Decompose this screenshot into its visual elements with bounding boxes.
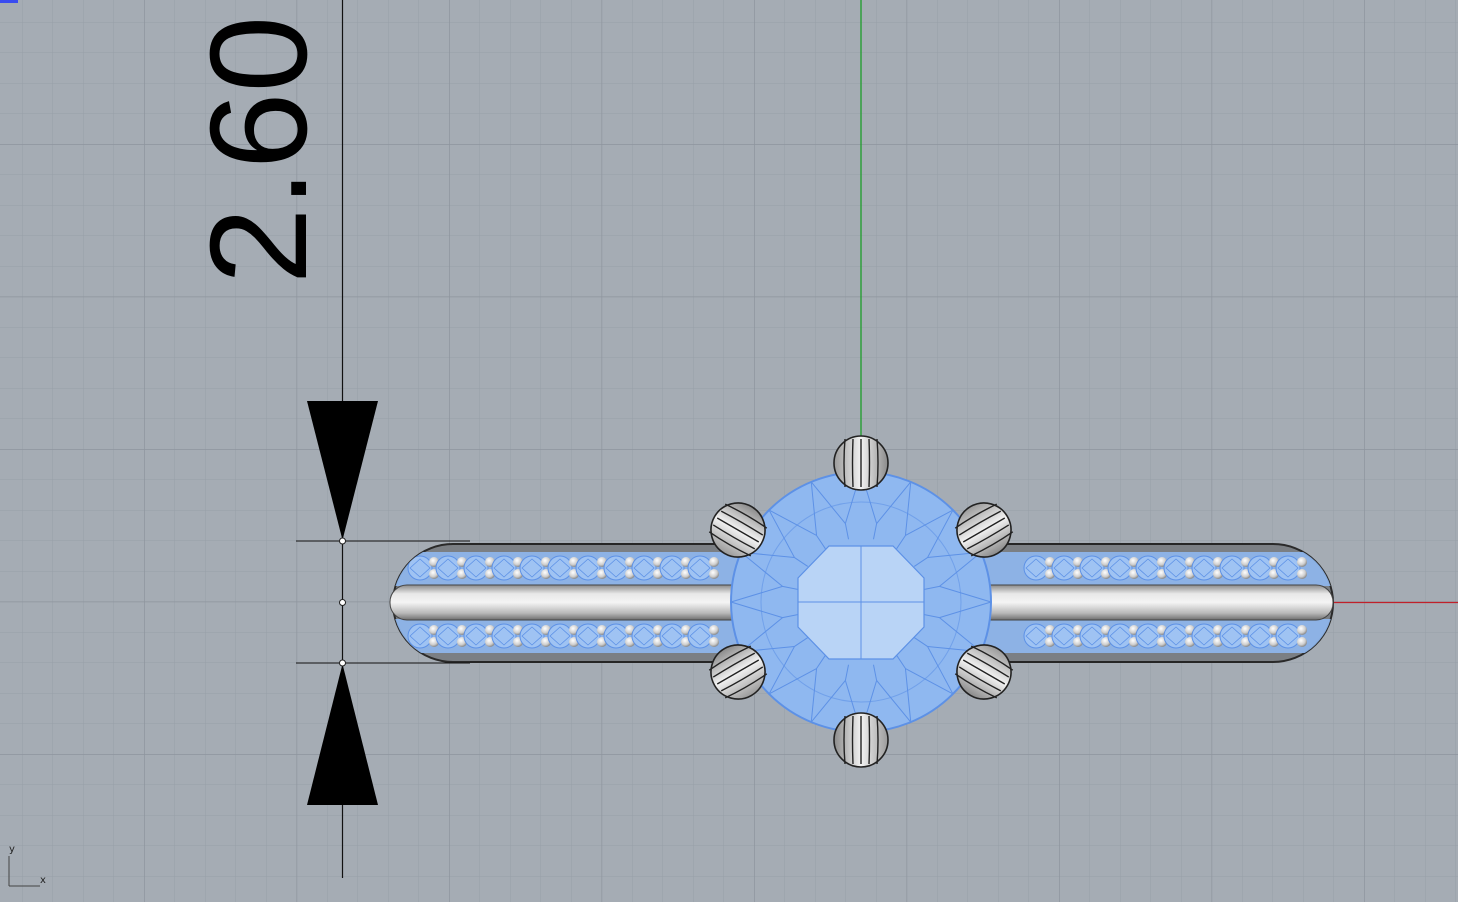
dimension-arrow-bottom [307,664,378,805]
dimension-value: 2.60 [182,16,336,285]
viewport-corner-indicator [0,0,18,3]
prong-set [708,435,1014,768]
center-gemstone[interactable] [730,471,992,733]
pave-stones-bottom-row [407,623,1307,649]
dimension-arrow-top [307,401,378,540]
axis-label-y: y [9,844,15,855]
pave-stones-top-row [407,555,1307,581]
axis-triad-icon: y x [8,844,46,887]
dimension-annotation[interactable]: 2.60 [182,0,470,878]
axis-label-x: x [40,875,46,886]
